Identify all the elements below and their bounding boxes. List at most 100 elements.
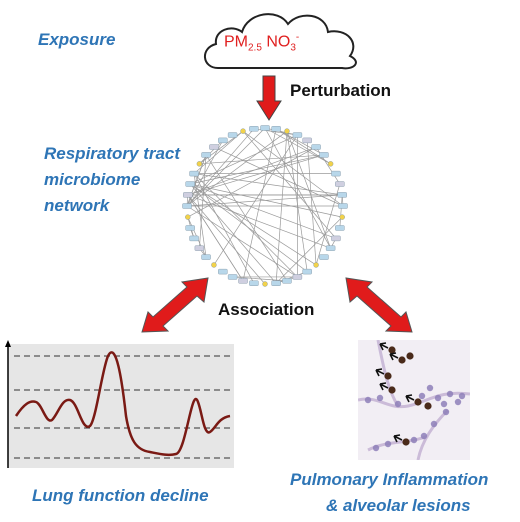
- network-edge: [186, 128, 255, 207]
- network-node: [227, 132, 238, 138]
- network-edge: [186, 130, 288, 207]
- light-cell: [418, 392, 426, 400]
- network-edge: [199, 154, 324, 165]
- network-edge: [193, 173, 298, 278]
- network-node: [335, 181, 345, 187]
- network-edge: [339, 194, 343, 229]
- network-edge: [189, 183, 277, 284]
- network-edge: [193, 173, 207, 258]
- network-edge: [186, 127, 266, 207]
- network-node: [292, 274, 303, 280]
- network-node: [292, 132, 303, 138]
- network-node: [238, 278, 248, 284]
- network-edge: [193, 173, 255, 284]
- network-edge: [190, 154, 325, 185]
- network-node: [331, 170, 341, 177]
- network-node: [302, 268, 312, 275]
- network-node: [185, 214, 191, 220]
- light-cell: [458, 392, 466, 400]
- network-edge: [306, 140, 317, 265]
- network-node: [183, 192, 193, 198]
- stained-cell: [388, 386, 396, 394]
- lung-function-chart: [5, 340, 234, 468]
- cell-pointer-arrows: [375, 342, 415, 443]
- network-node: [194, 245, 205, 251]
- respiratory-label-line-1: Respiratory tract: [44, 144, 181, 163]
- light-cell: [426, 384, 434, 392]
- exposure-label: Exposure: [38, 30, 116, 49]
- network-node: [189, 170, 199, 177]
- light-cell: [446, 390, 454, 398]
- network-node: [271, 280, 281, 286]
- light-cell: [454, 398, 462, 406]
- network-node: [335, 225, 345, 231]
- light-cell: [442, 408, 450, 416]
- network-edges: [186, 127, 344, 285]
- network-node: [337, 192, 347, 198]
- network-node: [302, 137, 312, 144]
- network-node: [282, 278, 292, 284]
- network-node: [338, 203, 348, 209]
- cloud-icon: [204, 13, 357, 70]
- lung-function-label: Lung function decline: [32, 486, 209, 505]
- network-node: [249, 126, 259, 132]
- network-node: [218, 268, 228, 275]
- no-text: NO: [266, 33, 291, 51]
- network-edge: [205, 154, 288, 282]
- network-edge: [264, 127, 331, 165]
- stained-cells: [364, 346, 466, 452]
- network-node: [325, 245, 336, 251]
- light-cell: [410, 436, 418, 444]
- network-node: [196, 161, 203, 167]
- network-node: [331, 235, 341, 242]
- network-edge: [189, 183, 317, 266]
- network-edge: [187, 194, 244, 282]
- microbiome-network: [182, 125, 348, 287]
- chart-background: [8, 344, 234, 468]
- network-edge: [264, 127, 298, 136]
- network-nodes: [182, 125, 348, 287]
- pulmonary-label-line-1: Pulmonary Inflammation: [290, 470, 489, 489]
- pm-text: PM: [224, 33, 248, 51]
- network-node: [284, 128, 290, 134]
- network-edge: [186, 205, 298, 278]
- network-edge: [213, 146, 344, 207]
- association-label: Association: [218, 300, 315, 319]
- network-edge: [190, 183, 337, 239]
- network-edge: [213, 134, 298, 266]
- network-edge: [187, 146, 317, 196]
- network-node: [311, 144, 321, 150]
- network-node: [319, 152, 329, 158]
- network-node: [249, 280, 259, 286]
- double-arrow-icon: [345, 277, 413, 333]
- network-edge: [275, 128, 325, 156]
- double-arrow-icon: [141, 277, 209, 333]
- stained-cell: [398, 356, 406, 364]
- light-cell: [364, 396, 372, 404]
- network-edge: [187, 194, 331, 249]
- network-edge: [275, 216, 343, 284]
- y-axis-arrowhead: [5, 340, 11, 347]
- lung-function-curve: [14, 351, 231, 457]
- network-node: [211, 262, 217, 268]
- network-edge: [199, 140, 224, 165]
- light-cell: [434, 394, 442, 402]
- stained-cell: [424, 402, 432, 410]
- stained-cell: [406, 352, 414, 360]
- pm-subscript: 2.5: [248, 42, 262, 54]
- network-node: [218, 137, 228, 144]
- network-node: [201, 254, 211, 260]
- respiratory-label-line-3: network: [44, 196, 110, 215]
- network-edge: [286, 131, 331, 249]
- network-node: [185, 225, 195, 231]
- network-edge: [275, 271, 308, 284]
- light-cell: [430, 420, 438, 428]
- light-cell: [440, 400, 448, 408]
- no-subscript: 3: [290, 42, 296, 54]
- network-node: [262, 281, 268, 287]
- perturbation-label: Perturbation: [290, 81, 392, 100]
- network-edge: [286, 131, 308, 272]
- light-cell: [376, 394, 384, 402]
- network-edge: [242, 130, 344, 207]
- network-node: [260, 125, 270, 131]
